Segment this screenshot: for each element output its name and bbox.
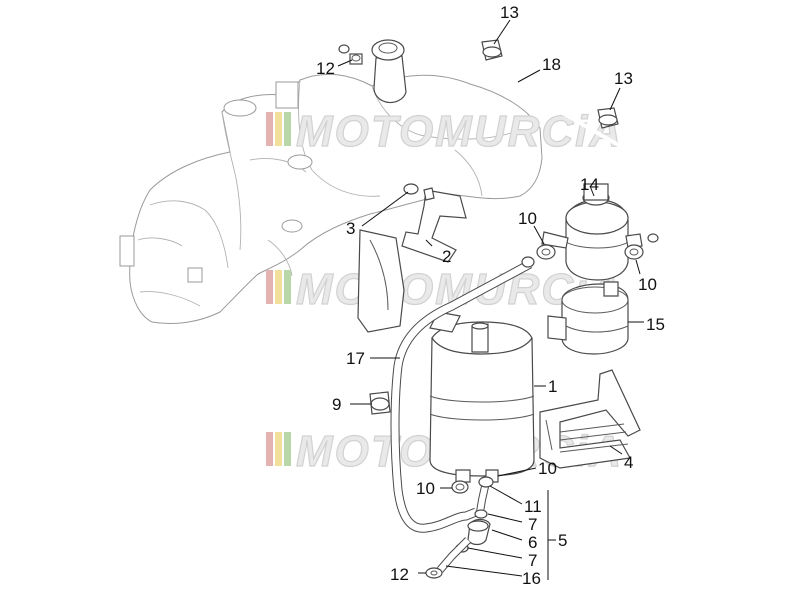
callout-13-top: 13 [500,3,519,22]
callout-7-upper: 7 [528,515,537,534]
hose-clamp-7-upper [474,509,488,519]
callout-18: 18 [542,55,561,74]
callout-9: 9 [332,395,341,414]
hose-clamp-12-bottom [425,567,443,579]
callout-labels: 13 12 18 13 14 3 10 2 10 15 17 1 9 4 10 … [316,3,665,588]
callout-11: 11 [524,497,542,516]
callout-6: 6 [528,533,537,552]
watermark-text: MOTOMURCiA [296,107,623,156]
hose-clamp-10-right [624,244,644,260]
callout-15: 15 [646,315,665,334]
callout-10-bottom: 10 [416,479,435,498]
watermark-top: MOTOMURCiA [266,106,623,157]
hose-11 [476,481,490,513]
callout-17: 17 [346,349,365,368]
filler-neck [371,39,407,104]
callout-13-right: 13 [614,69,633,88]
carbon-canister [429,311,535,483]
watermark-stripe-green [284,112,291,146]
fuel-tank [119,73,543,325]
rollover-valve [541,183,643,281]
callout-10-canister: 10 [538,459,557,478]
hose-clamp-13-right [597,107,619,129]
watermark-stripe-green [284,432,291,466]
callout-12-top: 12 [316,59,335,78]
callout-14: 14 [580,175,599,194]
hose-17 [390,256,535,533]
leader-lines [337,19,644,580]
hose-clamp-12-top [349,53,363,65]
hose-clamp-9 [369,391,391,415]
callout-16: 16 [522,569,541,588]
canister-bracket [539,369,641,469]
callout-1: 1 [548,377,557,396]
callout-7-lower: 7 [528,551,537,570]
callout-10-valve-right: 10 [638,275,657,294]
watermark-stripe-red [266,432,273,466]
hose-clamp-10-left [536,244,556,260]
callout-3: 3 [346,219,355,238]
check-valve-6 [467,518,491,546]
watermark-stripe-yellow [275,112,282,146]
watermark-stripe-yellow [275,270,282,304]
watermark-stripe-green [284,270,291,304]
hose-clamp-10-bottom-right [478,476,494,488]
hose-clamp-10-bottom-left [451,480,469,494]
hose-clamp-13-top [481,39,503,61]
callout-10-valve-left: 10 [518,209,537,228]
hose-16 [436,537,471,573]
callout-2: 2 [442,247,451,266]
vent-pipe [321,5,665,243]
callout-4: 4 [624,453,633,472]
watermark-stripe-red [266,112,273,146]
watermark-stripe-yellow [275,432,282,466]
callout-5: 5 [558,531,567,550]
watermark-stripe-red [266,270,273,304]
callout-12-bottom: 12 [390,565,409,584]
bracket [357,183,467,333]
valve-bracket [547,281,629,355]
